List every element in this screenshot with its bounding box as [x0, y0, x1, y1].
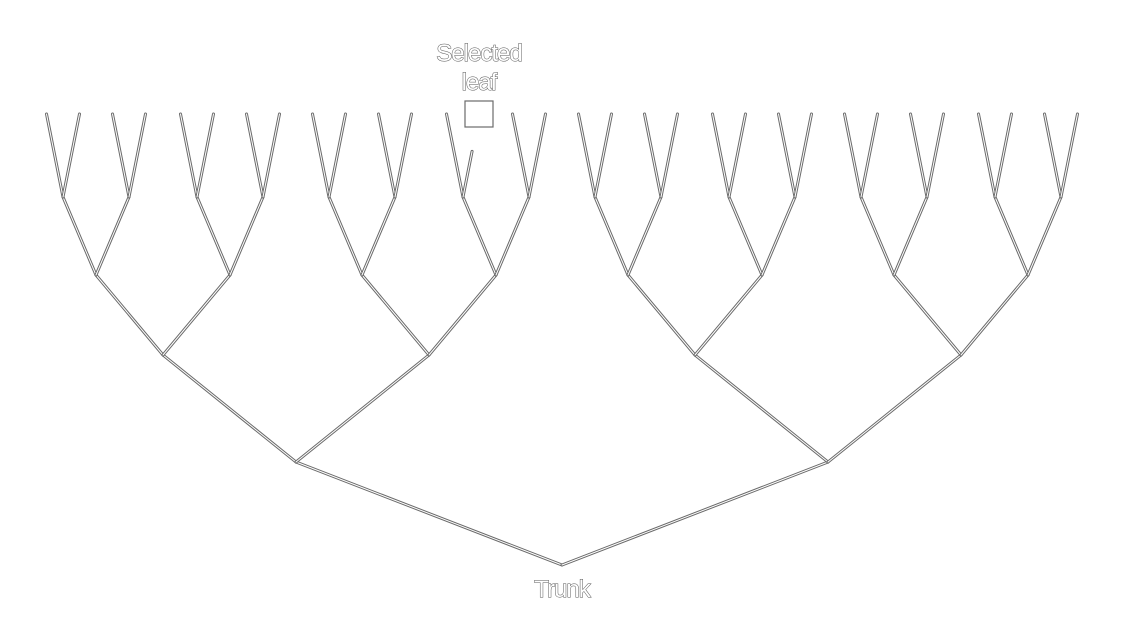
tree-branch: [495, 196, 530, 276]
tree-branch: [295, 354, 430, 463]
leaf-branch: [196, 113, 214, 198]
leaf-branch: [660, 113, 678, 198]
tree-branch: [361, 196, 396, 276]
leaf-branch: [578, 113, 596, 198]
tree-branch: [893, 274, 962, 356]
selected-leaf-label-line2: leaf: [462, 69, 498, 96]
trunk-label: Trunk: [534, 576, 591, 603]
tree-branch: [196, 196, 231, 276]
tree-branch: [361, 274, 430, 356]
tree-branch: [95, 274, 164, 356]
tree-branch: [1027, 196, 1062, 276]
tree-branch: [62, 196, 97, 276]
leaf-branch: [844, 113, 862, 198]
leaf-branch: [1044, 113, 1062, 198]
selected-leaf-branch: [462, 150, 473, 198]
leaf-branch: [378, 113, 396, 198]
leaf-branch: [712, 113, 730, 198]
selected-leaf-box[interactable]: [464, 100, 494, 128]
leaf-branch: [994, 113, 1012, 198]
tree-branch: [893, 196, 928, 276]
tree-branch: [860, 196, 895, 276]
leaf-branch: [860, 113, 878, 198]
tree-branch: [561, 461, 829, 566]
leaf-branch: [46, 113, 64, 198]
leaf-branch: [112, 113, 130, 198]
leaf-branch: [512, 113, 530, 198]
tree-branch: [229, 196, 264, 276]
leaf-branch: [62, 113, 80, 198]
leaf-branch: [446, 113, 464, 198]
leaf-branch: [180, 113, 198, 198]
leaf-branch: [312, 113, 330, 198]
leaf-branch: [1060, 113, 1078, 198]
tree-branch: [994, 196, 1029, 276]
tree-branch: [162, 274, 231, 356]
tree-branch: [594, 196, 629, 276]
leaf-branch: [594, 113, 612, 198]
leaf-branch: [978, 113, 996, 198]
leaf-branch: [778, 113, 796, 198]
leaf-branch: [262, 113, 280, 198]
tree-branch: [627, 196, 662, 276]
leaf-branch: [246, 113, 264, 198]
tree-branch: [95, 196, 130, 276]
tree-branches: [45, 112, 1079, 567]
leaf-branch: [394, 113, 412, 198]
tree-branch: [627, 274, 696, 356]
tree-branch: [295, 461, 563, 566]
leaf-branch: [794, 113, 812, 198]
leaf-branch: [728, 113, 746, 198]
tree-branch: [761, 196, 796, 276]
tree-branch: [827, 354, 962, 463]
tree-branch: [328, 196, 363, 276]
leaf-branch: [128, 113, 146, 198]
tree-branch: [694, 274, 763, 356]
tree-branch: [462, 196, 497, 276]
leaf-branch: [528, 113, 546, 198]
leaf-branch: [328, 113, 346, 198]
leaf-branch: [926, 113, 944, 198]
tree-branch: [694, 354, 829, 463]
leaf-branch: [644, 113, 662, 198]
selected-leaf-label-line1: Selected: [436, 40, 521, 67]
tree-branch: [428, 274, 497, 356]
tree-branch: [960, 274, 1029, 356]
leaf-branch: [910, 113, 928, 198]
tree-branch: [728, 196, 763, 276]
tree-branch: [162, 354, 297, 463]
